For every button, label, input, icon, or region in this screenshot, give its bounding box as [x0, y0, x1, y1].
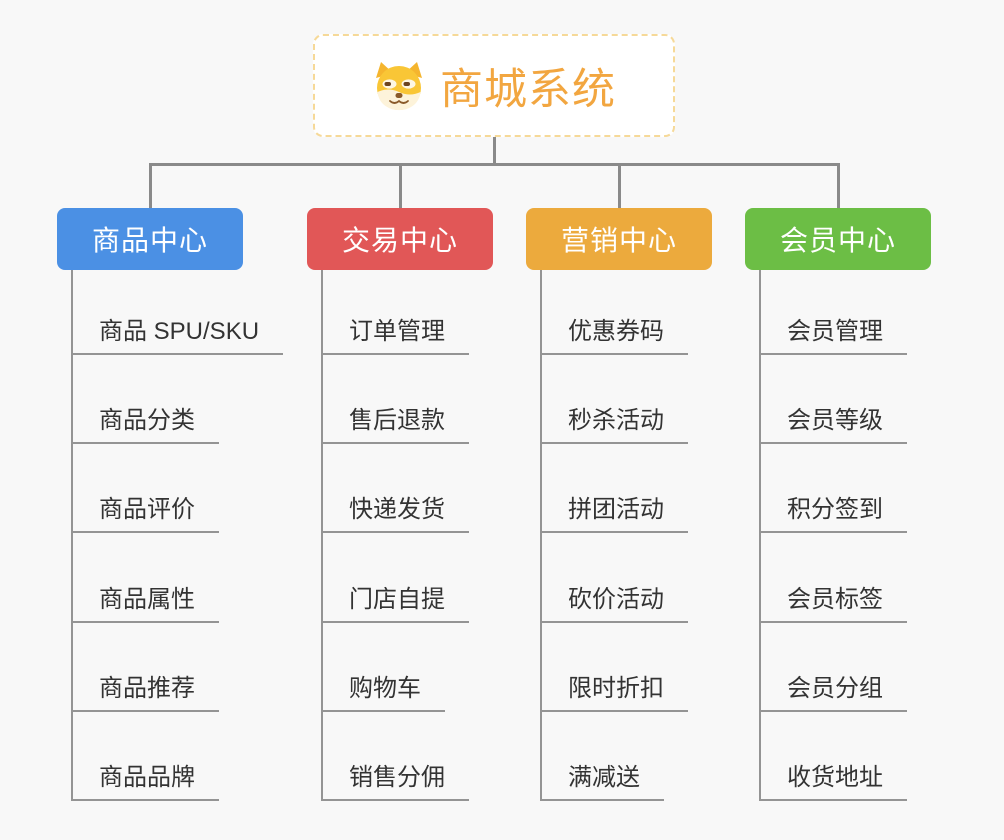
topic-node[interactable]: 购物车: [321, 675, 445, 712]
branch-header-trade[interactable]: 交易中心: [307, 208, 493, 270]
topic-node[interactable]: 会员等级: [759, 407, 907, 444]
branch-trunk-line: [540, 270, 542, 799]
topic-node[interactable]: 门店自提: [321, 586, 469, 623]
branch-marketing-center: 营销中心 优惠券码 秒杀活动 拼团活动 砍价活动 限时折扣 满减送: [526, 0, 786, 840]
topic-node[interactable]: 拼团活动: [540, 496, 688, 533]
connector-stub-branch-3: [617, 164, 621, 208]
root-title: 商城系统: [440, 65, 616, 114]
topic-node[interactable]: 会员管理: [759, 318, 907, 355]
topic-node[interactable]: 商品推荐: [71, 675, 219, 712]
topic-node[interactable]: 快递发货: [321, 496, 469, 533]
topic-node[interactable]: 商品属性: [71, 586, 219, 623]
dog-face-icon: [372, 61, 426, 111]
connector-stub-branch-4: [836, 164, 840, 208]
connector-stub-branch-2: [398, 164, 402, 208]
branch-trunk-line: [321, 270, 323, 799]
topic-node[interactable]: 商品评价: [71, 496, 219, 533]
branch-header-marketing[interactable]: 营销中心: [526, 208, 712, 270]
topic-node[interactable]: 会员分组: [759, 675, 907, 712]
topic-node[interactable]: 优惠券码: [540, 318, 688, 355]
branch-trunk-line: [759, 270, 761, 799]
topic-node[interactable]: 商品 SPU/SKU: [71, 318, 284, 355]
branch-trade-center: 交易中心 订单管理 售后退款 快递发货 门店自提 购物车 销售分佣: [307, 0, 567, 840]
topic-node[interactable]: 售后退款: [321, 407, 469, 444]
branch-member-center: 会员中心 会员管理 会员等级 积分签到 会员标签 会员分组 收货地址: [745, 0, 1004, 840]
topic-node[interactable]: 秒杀活动: [540, 407, 688, 444]
topic-node[interactable]: 收货地址: [759, 764, 907, 801]
topic-node[interactable]: 限时折扣: [540, 675, 688, 712]
connector-stub-branch-1: [148, 164, 152, 208]
topic-node[interactable]: 满减送: [540, 764, 664, 801]
branch-trunk-line: [71, 270, 73, 799]
topic-node[interactable]: 订单管理: [321, 318, 469, 355]
topic-node[interactable]: 商品品牌: [71, 764, 219, 801]
branch-header-product[interactable]: 商品中心: [57, 208, 243, 270]
topic-node[interactable]: 会员标签: [759, 586, 907, 623]
branch-product-center: 商品中心 商品 SPU/SKU 商品分类 商品评价 商品属性 商品推荐 商品品牌: [57, 0, 317, 840]
connector-root-stub: [492, 137, 496, 164]
topic-node[interactable]: 销售分佣: [321, 764, 469, 801]
topic-node[interactable]: 商品分类: [71, 407, 219, 444]
root-node[interactable]: 商城系统: [313, 34, 675, 137]
connector-horizontal: [148, 163, 840, 166]
branch-header-member[interactable]: 会员中心: [745, 208, 931, 270]
topic-node[interactable]: 积分签到: [759, 496, 907, 533]
topic-node[interactable]: 砍价活动: [540, 586, 688, 623]
